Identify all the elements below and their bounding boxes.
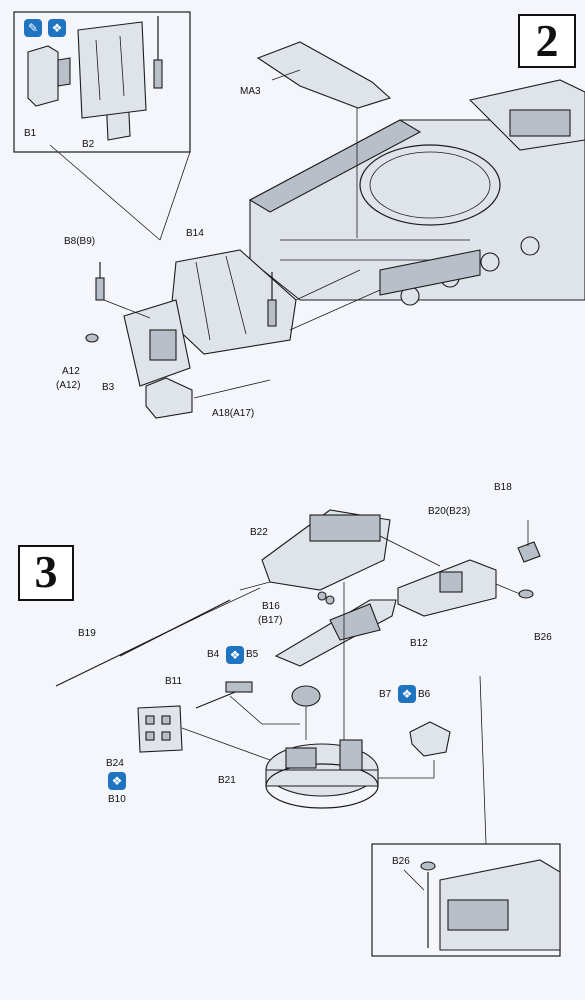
label-b18: B18 (494, 482, 512, 493)
inset-box-step2 (13, 11, 191, 153)
part-b16 (317, 591, 327, 601)
label-b17: (B17) (258, 615, 283, 626)
label-b24: B24 (106, 758, 124, 769)
hull-assembly (248, 79, 585, 306)
label-a12-alt: (A12) (56, 380, 81, 391)
label-a18: A18(A17) (212, 408, 255, 419)
part-a12 (85, 333, 99, 343)
label-b11: B11 (165, 676, 183, 687)
part-b26 (518, 589, 534, 599)
part-a18 (145, 377, 193, 419)
part-b5 (291, 685, 321, 707)
part-b8 (95, 277, 105, 301)
paint-icon: ❖ (226, 646, 244, 664)
label-b20: B20(B23) (428, 506, 471, 517)
part-b24 (137, 705, 183, 753)
label-b16: B16 (262, 601, 280, 612)
part-ma3 (256, 41, 392, 109)
inset-antenna (153, 59, 163, 89)
paint-icon: ❖ (48, 19, 66, 37)
label-b1: B1 (24, 128, 37, 139)
label-b8: B8(B9) (64, 236, 96, 247)
part-b11 (195, 681, 300, 725)
cement-icon: ✎ (24, 19, 42, 37)
paint-icon: ❖ (398, 685, 416, 703)
label-b21: B21 (218, 775, 236, 786)
label-b22: B22 (250, 527, 268, 538)
label-a12: A12 (62, 366, 80, 377)
label-b2: B2 (82, 139, 95, 150)
inset-panel (77, 21, 147, 119)
paint-icon: ❖ (108, 772, 126, 790)
part-b19 (119, 599, 231, 657)
gun-assembly (55, 509, 541, 740)
label-b26: B26 (534, 632, 552, 643)
step-number-2: 2 (518, 14, 576, 68)
label-b26-detail: B26 (392, 856, 410, 867)
label-ma3: MA3 (240, 86, 261, 97)
label-b12: B12 (410, 638, 428, 649)
part-b6 (409, 721, 451, 757)
part-b18 (517, 541, 541, 563)
part-b21 (265, 739, 379, 809)
label-b3: B3 (102, 382, 115, 393)
label-b19: B19 (78, 628, 96, 639)
label-b6: B6 (418, 689, 431, 700)
label-b10: B10 (108, 794, 126, 805)
label-b14: B14 (186, 228, 204, 239)
step-number-3: 3 (18, 545, 74, 601)
part-b1 (27, 45, 59, 107)
label-b7: B7 (379, 689, 392, 700)
label-b5: B5 (246, 649, 259, 660)
side-panel-assembly (85, 249, 381, 419)
label-b4: B4 (207, 649, 220, 660)
